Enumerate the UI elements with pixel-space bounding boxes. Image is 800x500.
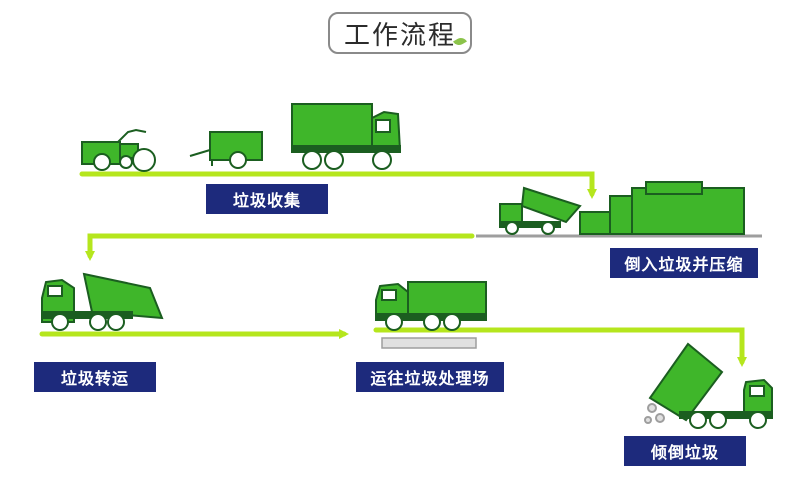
flow-lines <box>39 171 747 367</box>
dumping-truck-icon <box>644 342 773 429</box>
compactor-station-icon <box>476 181 762 238</box>
dump-truck-icon <box>291 103 402 170</box>
step-label-transfer: 垃圾转运 <box>34 362 156 392</box>
haul-truck-icon <box>375 281 487 349</box>
tricycle-icon <box>81 128 156 172</box>
step-label-compaction: 倒入垃圾并压缩 <box>610 248 758 278</box>
page-title-text: 工作流程 <box>343 20 456 51</box>
step-label-dump: 倾倒垃圾 <box>624 436 746 466</box>
transfer-truck-icon <box>41 272 164 331</box>
flow-line-collection-to-compaction <box>79 171 597 199</box>
flow-line-compaction-to-transfer <box>85 233 475 261</box>
flow-line-haul-to-dump <box>373 327 747 367</box>
hand-cart-icon <box>189 131 263 169</box>
page-title: 工作流程 <box>328 12 472 54</box>
step-label-haul: 运往垃圾处理场 <box>356 362 504 392</box>
step-label-collection: 垃圾收集 <box>206 184 328 214</box>
